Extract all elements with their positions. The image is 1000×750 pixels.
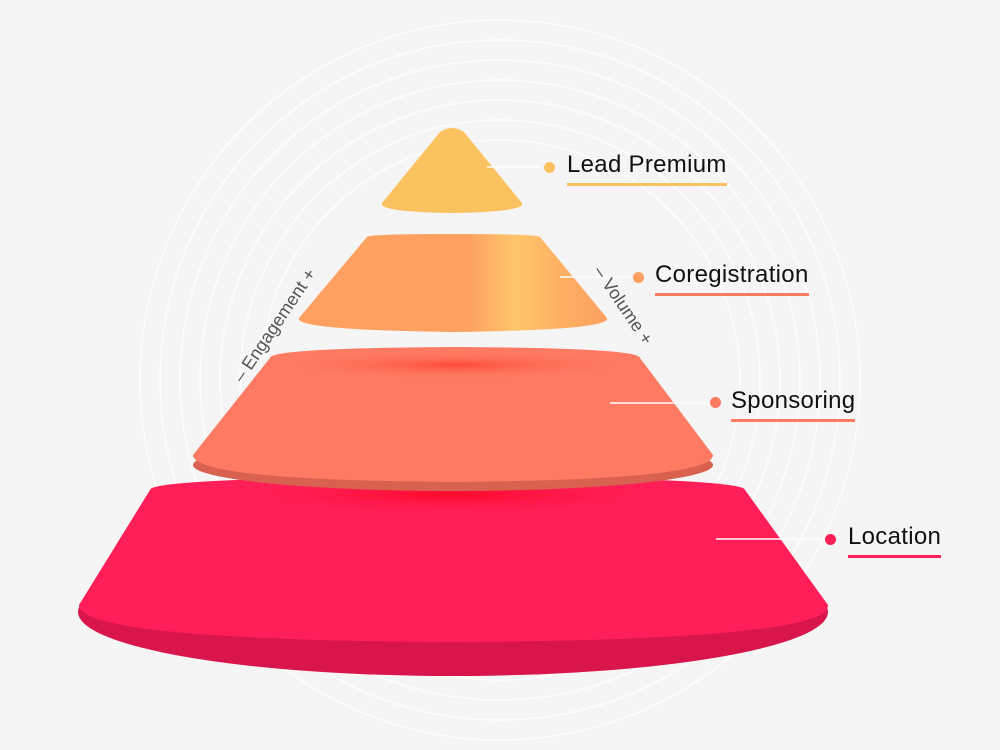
tier-label-coregistration: Coregistration <box>655 261 809 296</box>
sponsoring-dot <box>710 397 721 408</box>
location-dot <box>825 534 836 545</box>
tier-location <box>78 473 829 676</box>
tier-sponsoring <box>193 347 713 491</box>
tier-label-sponsoring: Sponsoring <box>731 387 856 422</box>
coregistration-dot <box>633 272 644 283</box>
connector-lines <box>487 166 821 540</box>
tier-label-location: Location <box>848 523 942 558</box>
lead-premium-dot <box>544 162 555 173</box>
tier-label-lead-premium: Lead Premium <box>567 151 727 186</box>
tier-lead-premium <box>381 128 523 213</box>
tier-coregistration <box>298 234 608 332</box>
